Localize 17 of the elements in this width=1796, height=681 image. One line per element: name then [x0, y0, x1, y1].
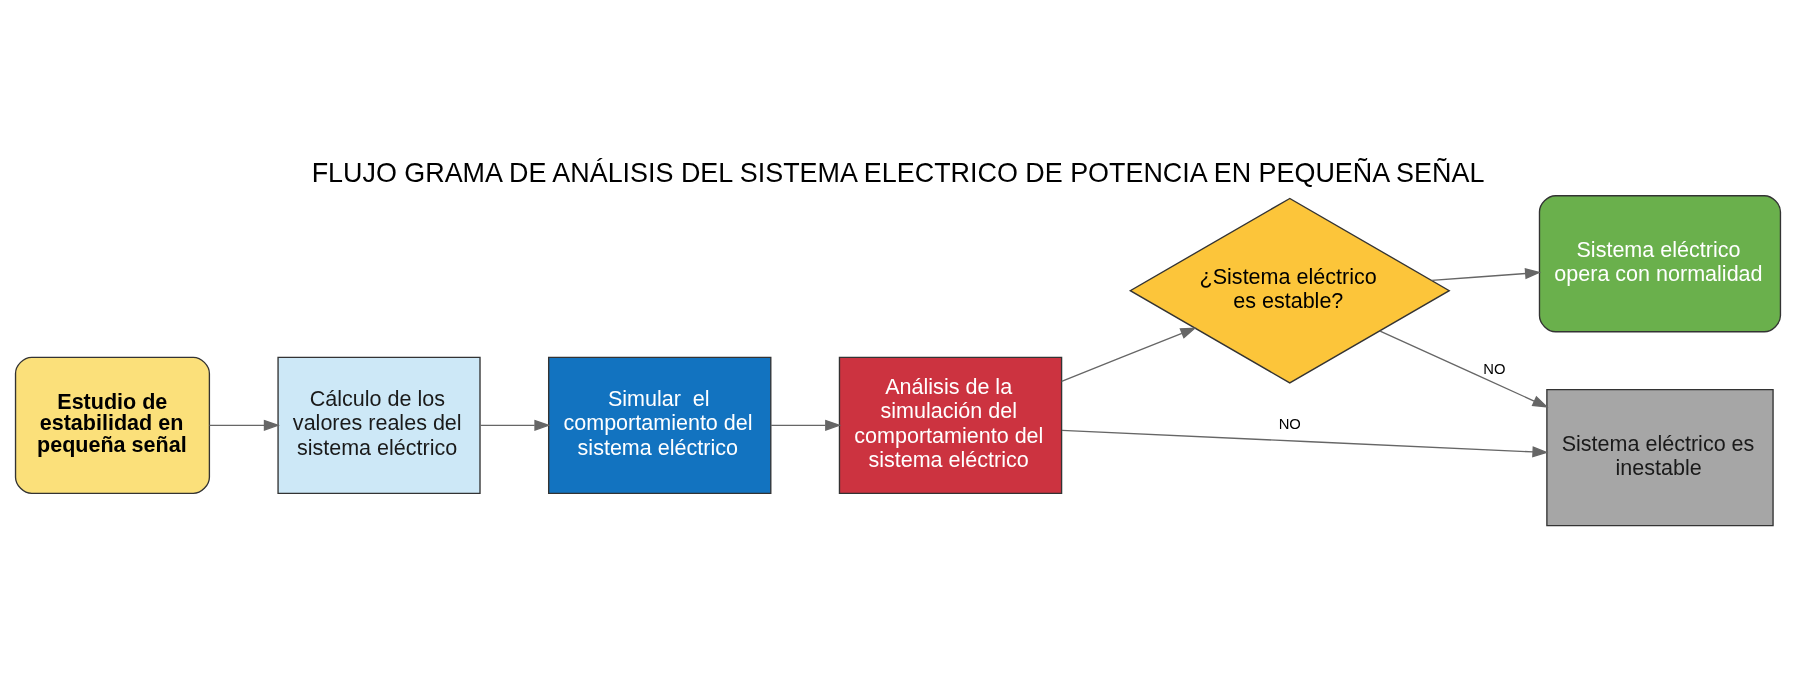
arrow [479, 419, 551, 431]
node-diamond: ¿Sistema eléctrico es estable? [1128, 197, 1451, 384]
arrow [1060, 327, 1197, 383]
arrow [1430, 267, 1542, 282]
node-box: Análisis de la simulación del comportamiento del sistema eléctrico [838, 356, 1063, 494]
arrow [1061, 429, 1549, 458]
node-box: Cálculo de los valores reales del sistema eléctrico [277, 356, 481, 494]
arrow [1379, 330, 1549, 408]
diagram-title: FLUJO GRAMA DE ANÁLISIS DEL SISTEMA ELECTRICO DE POTENCIA EN PEQUEÑA SEÑAL [311, 158, 1485, 189]
arrow [208, 419, 280, 431]
node-box: Sistema eléctrico opera con normalidad [1538, 195, 1782, 333]
edge-label: NO [1483, 360, 1506, 377]
edge-label: NO [1278, 416, 1301, 433]
node-box: Sistema eléctrico es inestable [1546, 388, 1774, 527]
arrow [770, 419, 842, 431]
node-box: Simular el comportamiento del sistema eléctrico [548, 356, 772, 494]
node-box: Estudio de estabilidad en pequeña señal [14, 356, 211, 494]
